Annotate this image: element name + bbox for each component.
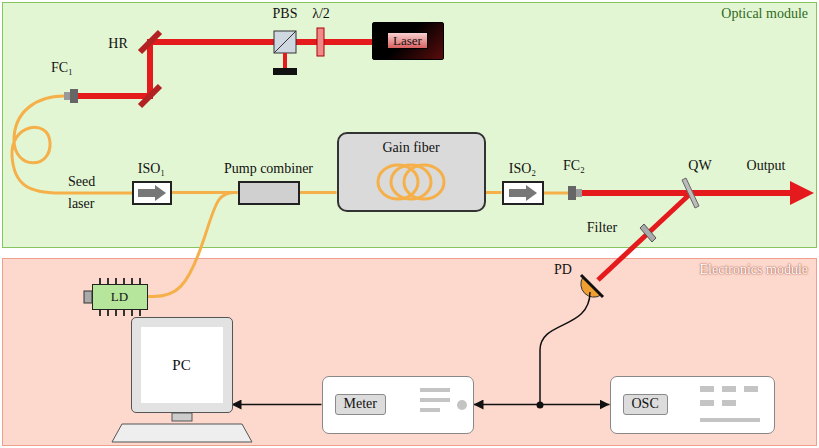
component-label: Gain fiber xyxy=(339,140,484,157)
keyboard xyxy=(112,424,252,442)
component-label: Output xyxy=(747,158,786,175)
fiber-coupler xyxy=(70,89,78,103)
filter-plate xyxy=(640,224,656,242)
dump-beam xyxy=(283,53,287,68)
fiber-coil xyxy=(404,165,444,199)
component-label: Filter xyxy=(587,220,617,237)
component-label: PD xyxy=(554,262,572,279)
component-label: LD xyxy=(111,289,128,305)
fiber-coil xyxy=(391,165,431,199)
component-label: ISO₂ xyxy=(423,161,623,178)
diode-pins xyxy=(100,278,140,316)
instrument-buttons xyxy=(420,386,760,422)
half-wave-plate xyxy=(317,28,324,56)
output-fiber xyxy=(544,192,568,195)
signal-arrow xyxy=(232,404,322,406)
module-title: Optical module xyxy=(11,6,808,23)
component-label: QW xyxy=(688,158,711,175)
isolator-box: ISO₁ xyxy=(132,181,172,205)
pbs-cube xyxy=(274,31,296,53)
laser-source: Laser xyxy=(372,22,444,60)
fiber-link xyxy=(486,191,502,194)
component-label: PBS xyxy=(273,6,298,23)
output-arrowhead xyxy=(790,181,814,205)
beam-dump xyxy=(273,68,297,75)
fiber-coupler xyxy=(64,92,70,100)
component-label: HR xyxy=(108,36,127,53)
component-label: λ/2 xyxy=(312,6,330,23)
component-label: FC₂ xyxy=(563,158,585,175)
gain-fiber-box: Gain fiber xyxy=(337,132,486,212)
module-panel: LD PC Meter OSC Electronics module xyxy=(2,258,817,446)
oscilloscope: OSC xyxy=(610,376,775,434)
power-meter: Meter xyxy=(322,376,474,434)
isolator-arrow xyxy=(509,185,537,201)
module-title: Electronics module xyxy=(11,262,808,279)
quartz-wedge xyxy=(682,178,699,208)
sampled-beam xyxy=(598,194,690,280)
diode-end xyxy=(84,291,92,303)
isolator-box: ISO₂ xyxy=(502,181,544,205)
device-label: Meter xyxy=(335,394,386,415)
fiber-link xyxy=(300,191,337,194)
signal-arrow xyxy=(474,404,610,406)
pbs-diagonal xyxy=(274,31,296,53)
monitor-stand xyxy=(172,413,192,421)
pump-combiner: Pump combiner xyxy=(238,181,300,205)
fiber-coil xyxy=(378,165,418,199)
fiber-coupler xyxy=(568,186,576,200)
fiber-link xyxy=(148,193,238,297)
hr-mirror xyxy=(140,86,160,106)
laser-diode: LD xyxy=(92,284,148,310)
photodiode xyxy=(581,277,601,297)
device-label: PC xyxy=(172,356,190,374)
component-label: Seed laser xyxy=(68,171,116,215)
device-label: OSC xyxy=(623,394,668,415)
isolator-arrow xyxy=(138,185,166,201)
fiber-coupler xyxy=(576,189,582,197)
signal-wire xyxy=(540,292,590,405)
component-label: Laser xyxy=(387,32,428,50)
computer-monitor: PC xyxy=(132,318,232,412)
hr-mirror xyxy=(140,32,160,52)
component-label: FC₁ xyxy=(51,60,73,77)
photodiode-face xyxy=(581,275,603,297)
